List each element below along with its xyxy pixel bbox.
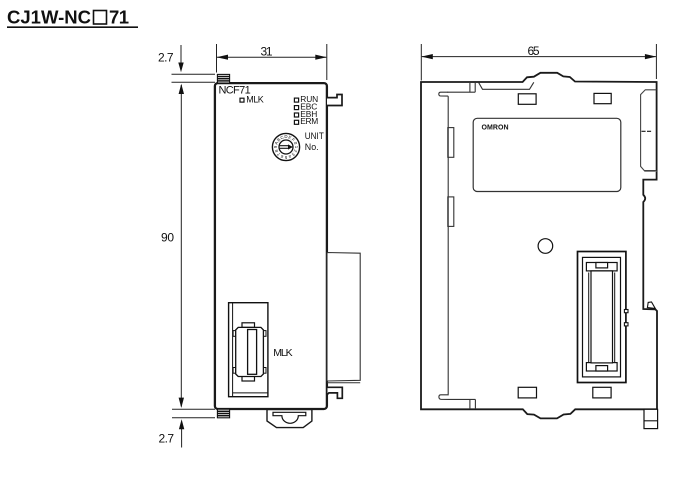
svg-text:4: 4 (287, 154, 292, 160)
svg-text:8: 8 (273, 148, 279, 153)
svg-text:RUN: RUN (300, 94, 318, 104)
svg-text:90: 90 (161, 230, 174, 244)
svg-text:2.7: 2.7 (158, 51, 174, 65)
svg-text:2.7: 2.7 (159, 432, 175, 446)
svg-text:EBH: EBH (300, 109, 317, 119)
svg-text:F: F (291, 137, 297, 143)
svg-text:0: 0 (293, 141, 299, 146)
svg-text:E: E (288, 135, 293, 141)
svg-text:1: 1 (294, 146, 299, 149)
svg-text:31: 31 (261, 44, 273, 58)
svg-text:ERM: ERM (300, 116, 318, 126)
svg-text:No.: No. (305, 142, 319, 153)
svg-text:OMRON: OMRON (482, 125, 509, 132)
svg-text:UNIT: UNIT (305, 131, 324, 142)
svg-text:5: 5 (284, 155, 287, 160)
svg-text:6: 6 (279, 154, 284, 160)
svg-text:3: 3 (290, 152, 296, 158)
svg-text:CJ1W-NC: CJ1W-NC (7, 7, 91, 28)
svg-text:C: C (280, 135, 285, 141)
svg-text:B: B (276, 137, 282, 143)
svg-text:71: 71 (109, 7, 129, 28)
svg-text:9: 9 (273, 145, 278, 148)
svg-text:65: 65 (528, 44, 540, 58)
svg-text:7: 7 (276, 151, 282, 157)
svg-text:D: D (284, 134, 287, 139)
svg-text:MLK: MLK (273, 347, 293, 359)
svg-text:NCF71: NCF71 (219, 85, 251, 97)
svg-text:MLK: MLK (246, 95, 264, 105)
svg-text:A: A (274, 141, 280, 146)
svg-text:EBC: EBC (300, 101, 317, 111)
svg-text:2: 2 (293, 149, 299, 154)
